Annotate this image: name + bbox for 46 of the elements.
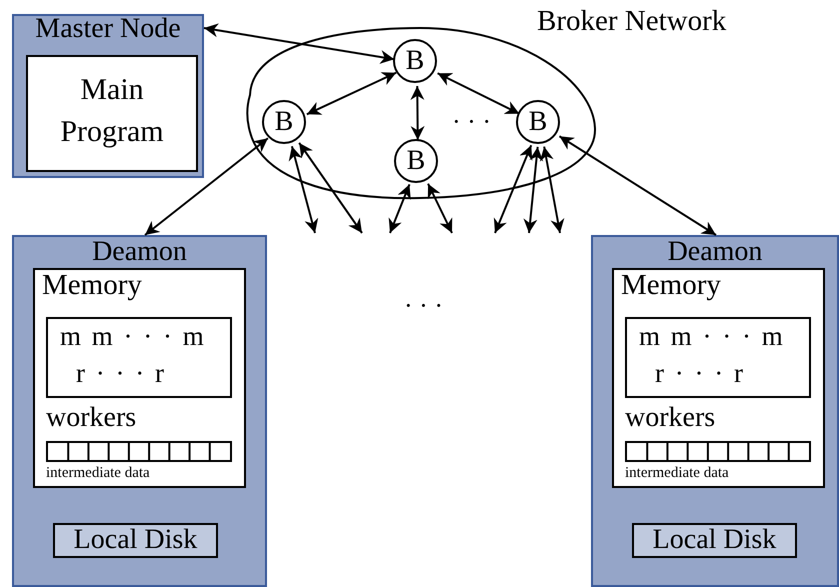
ellipsis: · · ·	[404, 292, 443, 321]
reduce-slots-text: r · · · r	[655, 359, 743, 389]
arrow	[288, 146, 318, 234]
arrow	[558, 135, 717, 236]
workers-caption: workers	[625, 403, 716, 434]
data-caption: intermediate data	[46, 465, 150, 482]
ellipsis: · · ·	[452, 108, 491, 137]
node-label: Local Disk	[72, 525, 198, 556]
network-title: Broker Network	[537, 6, 726, 38]
arrow	[494, 144, 532, 234]
arrow	[388, 184, 411, 234]
memory-box	[33, 268, 246, 488]
broker-label: B	[406, 146, 426, 177]
broker-circle	[262, 100, 306, 144]
broker-circle	[393, 39, 437, 83]
broker-label: B	[528, 107, 548, 138]
node-label: Main Program	[59, 72, 165, 150]
data-caption: intermediate data	[625, 465, 729, 482]
arrow	[298, 142, 363, 234]
arrow	[306, 72, 397, 116]
node-title: Master Node	[34, 14, 182, 45]
daemon-box	[591, 235, 839, 587]
node-title: Memory	[42, 270, 142, 302]
master-node-box	[12, 14, 204, 178]
arrow	[540, 146, 564, 234]
arrow	[437, 72, 520, 115]
map-slots-text: m m · · · m	[639, 322, 783, 352]
node-title: Deamon	[91, 237, 188, 268]
workers-caption: workers	[46, 403, 136, 434]
arrow	[144, 137, 269, 236]
node-label: Local Disk	[652, 525, 778, 556]
broker-label: B	[274, 107, 294, 138]
broker-circle	[394, 139, 438, 183]
broker-circle	[516, 100, 560, 144]
daemon-box	[12, 235, 267, 587]
node-title: Deamon	[666, 237, 764, 268]
map-slots-text: m m · · · m	[60, 322, 204, 352]
node-title: Memory	[621, 270, 721, 302]
arrow	[204, 23, 394, 64]
broker-label: B	[404, 46, 426, 77]
program-box	[26, 55, 198, 172]
arrow	[427, 183, 453, 234]
memory-box	[612, 268, 825, 488]
arrow	[410, 86, 425, 140]
arrow	[523, 146, 544, 234]
reduce-slots-text: r · · · r	[76, 359, 164, 389]
